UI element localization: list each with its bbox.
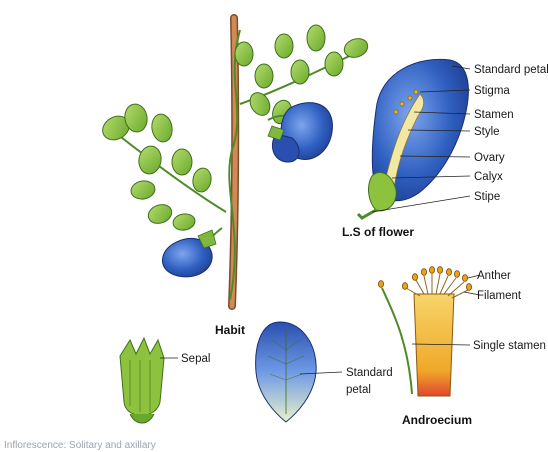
label-style: Style: [474, 126, 500, 138]
label-single-stamen: Single stamen: [473, 340, 546, 352]
label-anther: Anther: [477, 270, 511, 282]
label-ovary: Ovary: [474, 152, 505, 164]
label-calyx: Calyx: [474, 171, 503, 183]
label-standard-petal-line2: petal: [346, 384, 371, 396]
label-stipe: Stipe: [474, 191, 500, 203]
habit-illustration: [98, 18, 370, 306]
label-stigma: Stigma: [474, 85, 510, 97]
label-filament: Filament: [477, 290, 522, 302]
ls-flower-illustration: [358, 59, 468, 218]
androecium-caption: Androecium: [402, 413, 472, 427]
label-sepal: Sepal: [181, 353, 210, 365]
inflorescence-note: Inflorescence: Solitary and axillary: [4, 440, 156, 451]
left-leaflets: [98, 102, 213, 231]
label-standard-petal: Standard petal: [474, 64, 548, 76]
label-standard-petal-line1: Standard: [346, 367, 393, 379]
label-stamen: Stamen: [474, 109, 514, 121]
sepal-illustration: [120, 338, 164, 423]
standard-petal-illustration: [256, 322, 317, 422]
habit-caption: Habit: [215, 323, 245, 337]
habit-flower-lower: [162, 228, 222, 277]
ls-caption: L.S of flower: [342, 225, 414, 239]
